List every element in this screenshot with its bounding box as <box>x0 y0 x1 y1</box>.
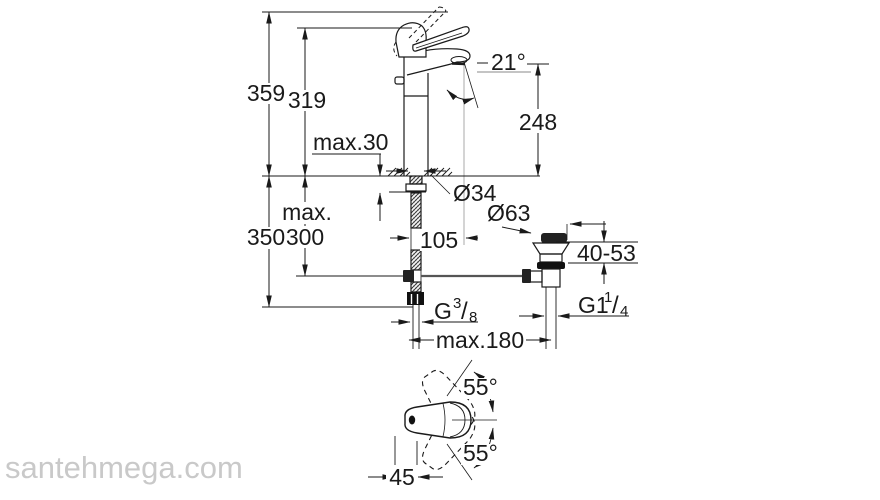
hose-connector-nut <box>407 292 424 305</box>
dim-lever-swing-lower: 55° <box>463 440 498 466</box>
lever-handle <box>412 26 470 52</box>
dim-lever-swing-upper: 55° <box>463 374 498 400</box>
dim-spout-angle: 21° <box>491 49 526 75</box>
faucet-front-view <box>262 6 571 349</box>
spout-outline <box>402 48 471 65</box>
watermark: santehmega.com <box>5 450 243 485</box>
svg-text:/: / <box>461 298 468 325</box>
dim-connection-width: max.180 <box>436 327 524 353</box>
dim-overall-height: 359 <box>247 80 285 106</box>
handle-dot <box>408 415 416 425</box>
dim-hose-length-max: max. <box>282 199 332 225</box>
dim-deck-thickness: max.30 <box>313 129 388 155</box>
svg-text:4: 4 <box>620 303 628 320</box>
waste-thread-label: G1 1 / 4 <box>578 289 628 320</box>
svg-text:1: 1 <box>604 289 612 306</box>
waste-cap <box>541 233 567 243</box>
counter-hatching <box>387 167 453 177</box>
svg-text:3: 3 <box>453 295 461 312</box>
waste-seal-ring <box>537 262 565 269</box>
mounting-nut <box>405 183 427 192</box>
dim-spout-projection: 105 <box>420 227 458 253</box>
svg-text:/: / <box>612 292 619 319</box>
dim-flange-diameter: Ø63 <box>487 200 530 226</box>
dim-spout-height: 248 <box>519 109 557 135</box>
dim-supply-height: 350 <box>247 224 285 250</box>
dimension-labels: 359 319 max.30 21° 248 Ø34 max. 300 350 … <box>247 49 636 490</box>
dim-lever-offset: 45 <box>389 464 415 490</box>
waste-rod-clamp <box>522 269 531 283</box>
dim-clamp-range: 40-53 <box>577 240 636 266</box>
svg-text:G: G <box>434 298 452 324</box>
popup-waste-assembly <box>522 233 571 349</box>
dim-hose-length-value: 300 <box>286 224 324 250</box>
supply-thread-label: G 3 / 8 <box>434 295 477 326</box>
threaded-shank <box>409 175 423 185</box>
dim-hole-diameter: Ø34 <box>453 180 497 206</box>
svg-text:8: 8 <box>469 309 477 326</box>
popup-rod-knob-back <box>394 76 405 85</box>
spout-underside <box>406 63 452 76</box>
waste-flange <box>531 242 571 255</box>
popup-rod-joint <box>403 270 414 282</box>
waste-body <box>541 268 561 288</box>
waste-rod-port <box>529 270 543 283</box>
label-backgrounds <box>246 83 559 487</box>
svg-text:G1: G1 <box>578 292 609 318</box>
dim-lever-height: 319 <box>288 87 326 113</box>
